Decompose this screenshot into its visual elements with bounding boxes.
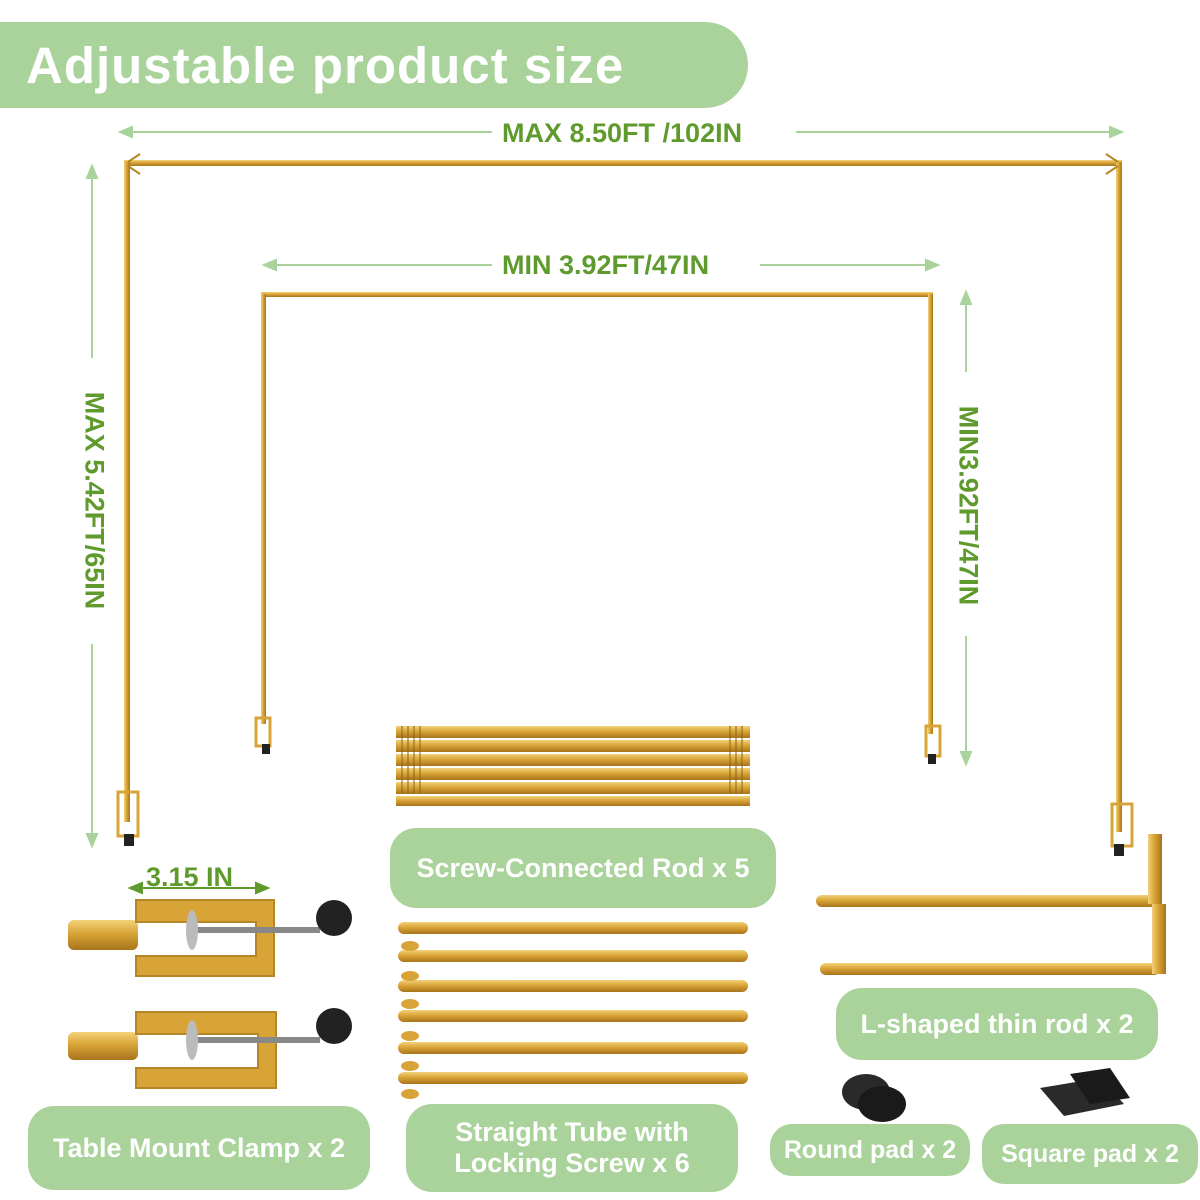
straight-tubes-image <box>398 922 748 1099</box>
tube-label-line-2: Locking Screw x 6 <box>454 1148 690 1178</box>
max-height-arrow <box>85 163 99 849</box>
square-pads-image <box>1040 1068 1130 1116</box>
clamp-width-arrow <box>127 881 271 895</box>
min-height-label: MIN3.92FT/47IN <box>953 405 984 606</box>
round-pad-label: Round pad x 2 <box>770 1124 970 1176</box>
title-banner: Adjustable product size <box>0 22 748 108</box>
min-width-arrow <box>261 258 941 272</box>
min-height-arrow <box>959 289 973 767</box>
clamp-label: Table Mount Clamp x 2 <box>28 1106 370 1190</box>
l-shaped-rods-image <box>816 834 1166 975</box>
rod-label: Screw-Connected Rod x 5 <box>390 828 776 908</box>
max-width-label: MAX 8.50FT /102IN <box>502 118 743 148</box>
small-frame <box>254 292 942 764</box>
square-pad-label: Square pad x 2 <box>982 1124 1198 1184</box>
l-rod-label: L-shaped thin rod x 2 <box>836 988 1158 1060</box>
min-width-label: MIN 3.92FT/47IN <box>502 250 710 280</box>
max-width-arrow <box>117 125 1125 139</box>
max-height-label: MAX 5.42FT/65IN <box>79 391 110 610</box>
round-pads-image <box>842 1074 906 1122</box>
tube-label: Straight Tube with Locking Screw x 6 <box>406 1104 738 1192</box>
page-title: Adjustable product size <box>26 37 625 94</box>
table-clamp-image <box>68 899 352 1089</box>
large-frame <box>116 153 1134 856</box>
clamp-width-label: 3.15 IN <box>146 862 234 892</box>
screw-connected-rods-image <box>396 726 750 806</box>
tube-label-line-1: Straight Tube with <box>455 1117 689 1147</box>
